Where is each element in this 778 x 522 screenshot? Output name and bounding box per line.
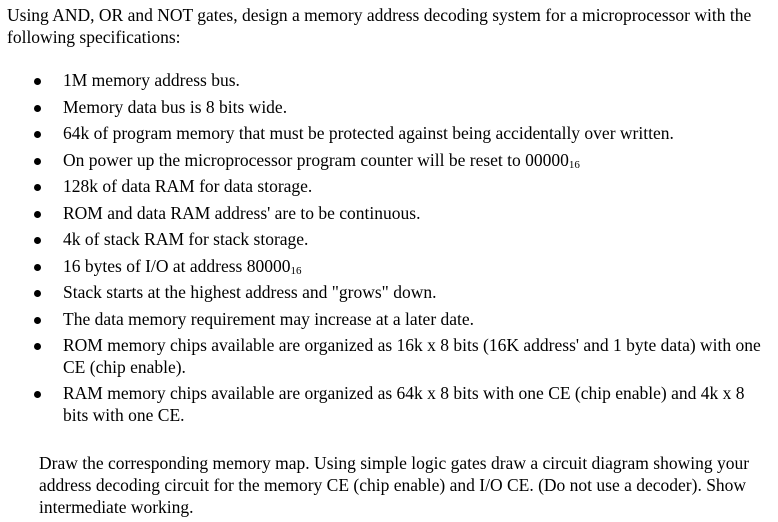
spec-text: Memory data bus is 8 bits wide. <box>63 96 288 117</box>
bullet-icon <box>34 263 41 271</box>
spec-item: 64k of program memory that must be prote… <box>0 123 773 145</box>
bullet-icon <box>34 391 41 398</box>
bullet-icon <box>34 290 41 297</box>
bullet-icon <box>34 210 41 218</box>
spec-item: On power up the microprocessor program c… <box>0 150 773 172</box>
bullet-icon <box>34 157 41 165</box>
spec-text: Stack starts at the highest address and … <box>63 282 437 302</box>
spec-item: RAM memory chips available are organized… <box>0 383 773 426</box>
spec-text: 4k of stack RAM for stack storage. <box>63 229 309 249</box>
spec-item: The data memory requirement may increase… <box>0 309 773 331</box>
spec-text: 128k of data RAM for data storage. <box>63 176 313 196</box>
spec-text: ROM and data RAM address' are to be cont… <box>63 202 421 223</box>
bullet-icon <box>34 104 41 112</box>
bullet-icon <box>34 237 41 244</box>
base-subscript: 16 <box>290 264 302 277</box>
base-subscript: 16 <box>568 158 580 171</box>
spec-item: 4k of stack RAM for stack storage. <box>0 229 773 251</box>
bullet-icon <box>34 343 41 350</box>
bullet-icon <box>34 184 41 191</box>
spec-item: 128k of data RAM for data storage. <box>0 176 773 198</box>
question-intro: Using AND, OR and NOT gates, design a me… <box>7 5 752 47</box>
spec-item: Memory data bus is 8 bits wide. <box>0 97 773 119</box>
spec-text: 16 bytes of I/O at address 80000 <box>63 255 291 276</box>
spec-item: 16 bytes of I/O at address 8000016 <box>0 256 773 278</box>
spec-text: 1M memory address bus. <box>63 70 240 90</box>
question-instructions: Draw the corresponding memory map. Using… <box>39 453 750 517</box>
specification-list: 1M memory address bus. Memory data bus i… <box>0 70 778 431</box>
bullet-icon <box>34 78 41 85</box>
spec-text: 64k of program memory that must be prote… <box>63 123 674 143</box>
spec-item: ROM memory chips available are organized… <box>0 335 773 378</box>
spec-item: ROM and data RAM address' are to be cont… <box>0 203 773 225</box>
spec-text: RAM memory chips available are organized… <box>63 383 745 425</box>
bullet-icon <box>34 131 41 138</box>
spec-text: ROM memory chips available are organized… <box>63 335 761 377</box>
spec-text: On power up the microprocessor program c… <box>63 149 569 170</box>
spec-item: 1M memory address bus. <box>0 70 773 92</box>
spec-text: The data memory requirement may increase… <box>63 308 475 329</box>
spec-item: Stack starts at the highest address and … <box>0 282 773 304</box>
bullet-icon <box>34 316 41 324</box>
